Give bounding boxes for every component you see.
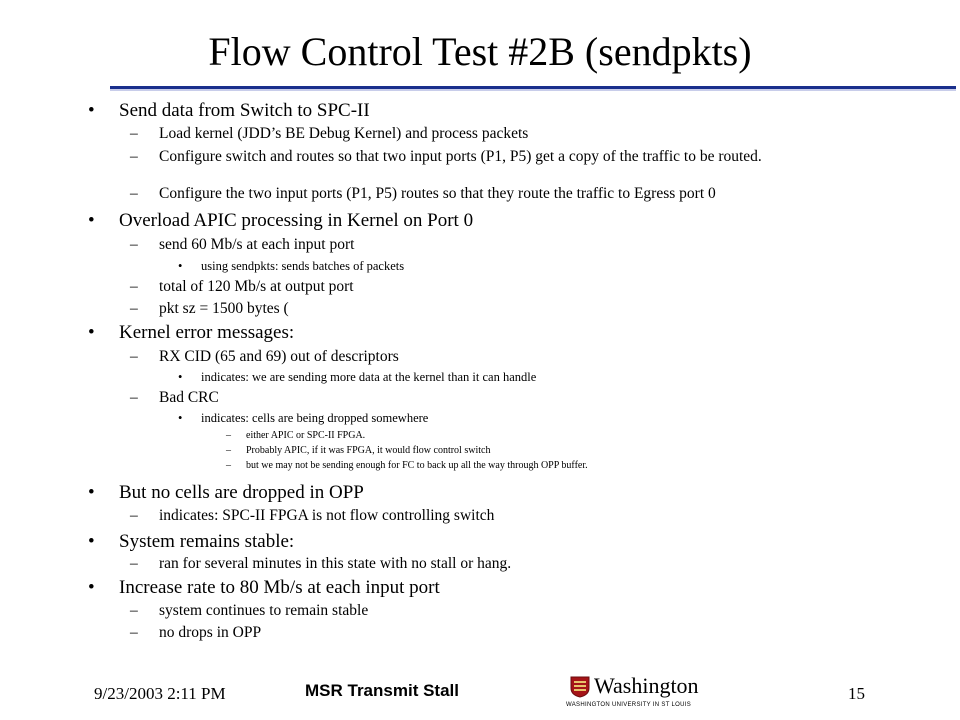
bullet-marker: • <box>88 100 95 121</box>
bullet-text: Probably APIC, if it was FPGA, it would … <box>246 445 491 456</box>
bullet-marker: – <box>130 278 138 295</box>
bullet-text: Increase rate to 80 Mb/s at each input p… <box>119 577 440 598</box>
bullet-text: RX CID (65 and 69) out of descriptors <box>159 348 399 365</box>
slide-title: Flow Control Test #2B (sendpkts) <box>208 29 752 74</box>
bullet-text: send 60 Mb/s at each input port <box>159 236 355 253</box>
bullet-marker: – <box>130 602 138 619</box>
bullet-text: Bad CRC <box>159 389 219 406</box>
bullet-text: Configure the two input ports (P1, P5) r… <box>159 185 716 202</box>
bullet-text: ran for several minutes in this state wi… <box>159 555 512 572</box>
bullet-text: Overload APIC processing in Kernel on Po… <box>119 210 474 231</box>
bullet-marker: – <box>130 507 138 524</box>
bullet-text: using sendpkts: sends batches of packets <box>201 259 405 273</box>
footer-date: 9/23/2003 2:11 PM <box>94 684 226 703</box>
title-underline <box>110 86 956 89</box>
bullet-marker: • <box>178 411 183 425</box>
bullet-text: but we may not be sending enough for FC … <box>246 460 588 471</box>
page-number: 15 <box>848 684 865 703</box>
bullet-text: Send data from Switch to SPC-II <box>119 100 370 121</box>
bullet-text: System remains stable: <box>119 531 295 552</box>
bullet-text: Kernel error messages: <box>119 322 295 343</box>
bullet-text: indicates: SPC-II FPGA is not flow contr… <box>159 507 495 524</box>
bullet-text: Load kernel (JDD’s BE Debug Kernel) and … <box>159 125 529 142</box>
university-shield-icon <box>570 676 590 698</box>
bullet-text: system continues to remain stable <box>159 602 369 619</box>
bullet-marker: – <box>130 300 138 317</box>
bullet-marker: – <box>226 430 231 441</box>
bullet-text: either APIC or SPC-II FPGA. <box>246 430 366 441</box>
bullet-marker: – <box>130 125 138 142</box>
bullet-marker: – <box>130 555 138 572</box>
logo-subtitle: WASHINGTON UNIVERSITY IN ST LOUIS <box>566 702 692 708</box>
bullet-text: no drops in OPP <box>159 624 262 641</box>
bullet-text: total of 120 Mb/s at output port <box>159 278 354 295</box>
bullet-marker: – <box>226 445 231 456</box>
bullet-marker: • <box>178 259 183 273</box>
bullet-marker: – <box>226 460 231 471</box>
footer-title: MSR Transmit Stall <box>305 681 459 700</box>
bullet-text: pkt sz = 1500 bytes ( <box>159 300 289 317</box>
bullet-marker: – <box>130 348 138 365</box>
title-underline-shadow <box>110 89 956 91</box>
bullet-text: indicates: cells are being dropped somew… <box>201 411 429 425</box>
bullet-marker: – <box>130 624 138 641</box>
bullet-marker: • <box>88 322 95 343</box>
logo-wordmark: Washington <box>594 673 699 698</box>
bullet-marker: • <box>88 482 95 503</box>
bullet-marker: – <box>130 389 138 406</box>
bullet-marker: • <box>178 370 183 384</box>
bullet-marker: – <box>130 185 138 202</box>
bullet-text: But no cells are dropped in OPP <box>119 482 364 503</box>
bullet-marker: • <box>88 577 95 598</box>
bullet-marker: – <box>130 236 138 253</box>
bullet-text: indicates: we are sending more data at t… <box>201 370 537 384</box>
bullet-marker: • <box>88 210 95 231</box>
bullet-text: Configure switch and routes so that two … <box>159 148 762 165</box>
bullet-marker: • <box>88 531 95 552</box>
bullet-marker: – <box>130 148 138 165</box>
